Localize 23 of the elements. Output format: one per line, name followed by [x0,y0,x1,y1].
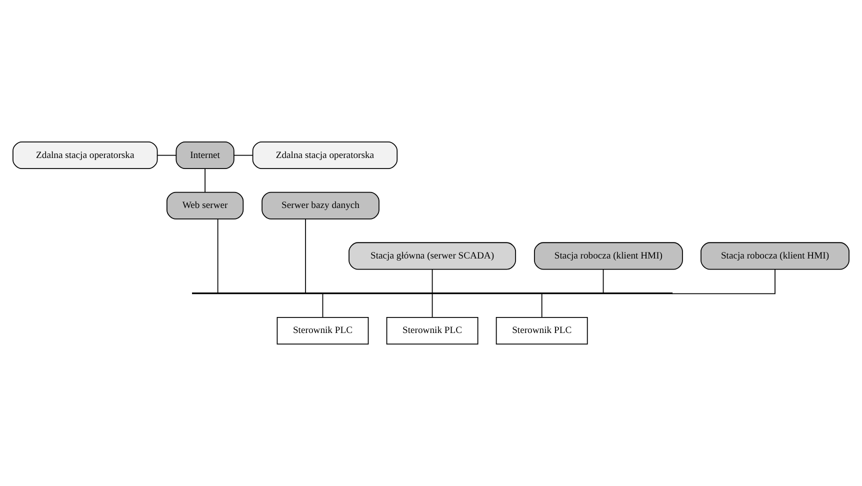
connector [156,154,176,156]
node-box: Zdalna stacja operatorska [252,142,398,170]
node-box: Web serwer [166,192,244,220]
node-box: Serwer bazy danych [262,192,380,220]
node-box: Stacja główna (serwer SCADA) [348,242,516,270]
connector [234,154,254,156]
connector [204,168,206,193]
connector [305,218,306,294]
connector [602,269,604,294]
node-box: Sterownik PLC [386,316,478,344]
connector [541,293,542,318]
node-box: Internet [176,142,234,170]
connector [432,293,433,318]
node-box: Sterownik PLC [496,316,588,344]
connector [217,218,218,294]
node-box: Zdalna stacja operatorska [12,142,158,170]
connector [322,293,324,318]
node-box: Stacja robocza (klient HMI) [534,242,683,270]
node-bar [192,292,673,294]
connector [672,268,776,294]
connector [432,269,433,294]
node-box: Stacja robocza (klient HMI) [700,242,850,270]
node-box: Sterownik PLC [276,316,369,344]
